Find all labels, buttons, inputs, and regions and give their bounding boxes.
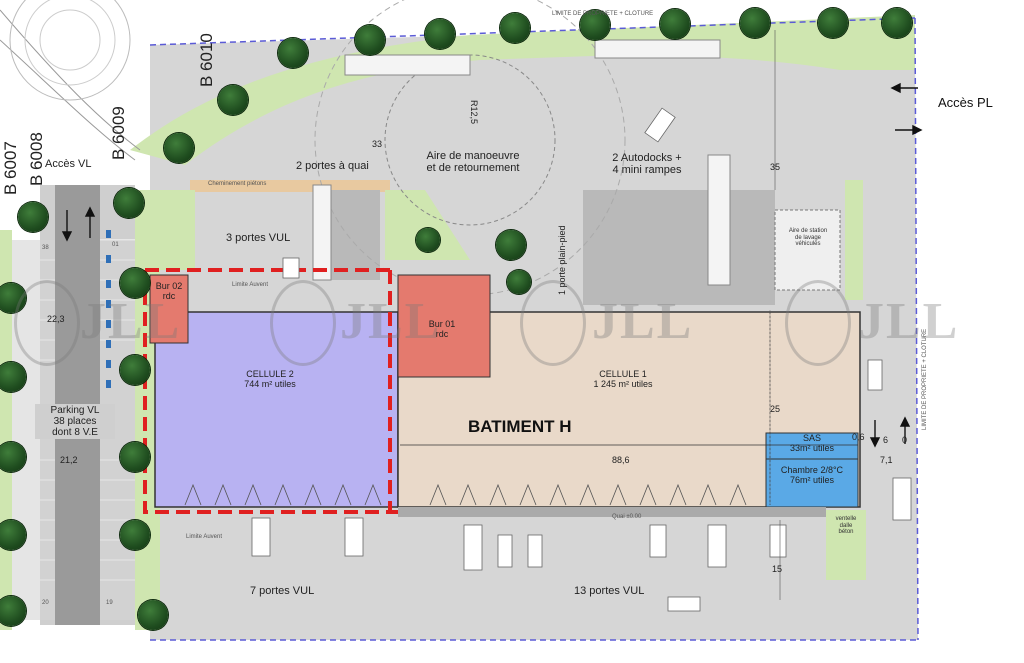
- watermark-jll: JLL: [858, 293, 960, 350]
- dim-35: 35: [770, 162, 781, 172]
- dock-quai-area: [330, 190, 380, 280]
- bur-01-label: Bur 01 rdc: [428, 319, 456, 339]
- ev-charger-markers: [106, 230, 111, 388]
- lot-label: B 6007: [1, 141, 20, 195]
- tree-icon: [580, 10, 610, 40]
- dim-0: 0: [902, 435, 908, 445]
- tree-icon: [882, 8, 912, 38]
- tree-icon: [416, 228, 440, 252]
- tree-icon: [120, 520, 150, 550]
- tree-icon: [425, 19, 455, 49]
- tree-icon: [120, 355, 150, 385]
- lavage-area: [774, 209, 841, 291]
- tree-icon: [0, 362, 26, 392]
- dim-6: 6: [883, 435, 889, 445]
- tree-icon: [818, 8, 848, 38]
- bur-02-label: Bur 02 rdc: [155, 281, 183, 301]
- watermark-ring: [14, 280, 80, 366]
- access-vl-label: Accès VL: [45, 158, 92, 170]
- watermark-ring: [270, 280, 336, 366]
- quai-strip: [398, 507, 826, 517]
- portes-vul-13-label: 13 portes VUL: [574, 585, 645, 597]
- dim-06: 0,6: [852, 432, 865, 442]
- parking-num-19: 19: [106, 600, 113, 606]
- pedestrian-path: [190, 180, 390, 192]
- bur-02-area: [149, 274, 189, 344]
- batiment-label: BATIMENT H: [468, 417, 572, 436]
- portes-vul-3-label: 3 portes VUL: [226, 232, 291, 244]
- property-limit-right: LIMITE DE PROPRIETE + CLOTURE: [922, 328, 928, 430]
- tree-icon: [138, 600, 168, 630]
- portes-quai-label: 2 portes à quai: [296, 160, 369, 172]
- dim-33: 33: [372, 139, 383, 149]
- watermark-jll: JLL: [80, 293, 182, 350]
- watermark-jll: JLL: [340, 293, 442, 350]
- tree-icon: [660, 9, 690, 39]
- tree-icon: [164, 133, 194, 163]
- dim-25: 25: [770, 404, 781, 414]
- lot-label: B 6010: [197, 33, 216, 87]
- chambre-area: [765, 458, 859, 508]
- portes-vul-7-label: 7 portes VUL: [250, 585, 315, 597]
- tree-icon: [500, 13, 530, 43]
- limite-auvent-label-bottom: Limite Auvent: [186, 534, 223, 540]
- lavage-label: Aire de station de lavage véhicules: [788, 228, 828, 248]
- tree-icon: [120, 442, 150, 472]
- dim-886: 88,6: [612, 455, 630, 465]
- lot-label: B 6008: [27, 132, 46, 186]
- lot-label: B 6009: [109, 106, 128, 160]
- tree-icon: [496, 230, 526, 260]
- autodocks-label: 2 Autodocks + 4 mini rampes: [612, 152, 682, 177]
- parking-label: Parking VL 38 places dont 8 V.E: [35, 404, 115, 439]
- dim-15: 15: [772, 564, 783, 574]
- watermark-ring: [785, 280, 851, 366]
- property-limit-top: LIMITE DE PROPRIETE + CLOTURE: [552, 11, 654, 17]
- tree-icon: [0, 442, 26, 472]
- chambre-label: Chambre 2/8°C 76m² utiles: [780, 465, 844, 485]
- cellule-2-label: CELLULE 2 744 m² utiles: [244, 369, 296, 389]
- autodocks-area: [583, 190, 775, 305]
- tree-icon: [218, 85, 248, 115]
- tree-icon: [740, 8, 770, 38]
- tree-icon: [0, 520, 26, 550]
- tree-icon: [114, 188, 144, 218]
- cheminement-label: Cheminement piétons: [208, 181, 267, 187]
- dim-71: 7,1: [880, 455, 893, 465]
- tree-icon: [18, 202, 48, 232]
- watermark-jll: JLL: [592, 293, 694, 350]
- tree-icon: [355, 25, 385, 55]
- cellule-1-label: CELLULE 1 1 245 m² utiles: [593, 369, 653, 389]
- watermark-ring: [520, 280, 586, 366]
- porte-plain-pied-label: 1 porte plain-pied: [557, 225, 567, 295]
- parking-num-01: 01: [112, 242, 119, 248]
- bur-01-area: [397, 274, 491, 378]
- parking-num-38: 38: [42, 245, 49, 251]
- parking-num-20: 20: [42, 600, 49, 606]
- manoeuvre-label: Aire de manoeuvre et de retournement: [426, 150, 520, 175]
- limite-auvent-label: Limite Auvent: [232, 282, 269, 288]
- dim-212: 21,2: [60, 455, 78, 465]
- quai-label: Quai ±0.00: [612, 514, 642, 520]
- radius-label: R12,5: [469, 100, 479, 125]
- ventelle-label: ventelle dalle béton: [835, 516, 857, 536]
- sas-label: SAS 33m² utiles: [789, 433, 834, 453]
- tree-icon: [120, 268, 150, 298]
- tree-icon: [278, 38, 308, 68]
- access-pl-label: Accès PL: [938, 95, 993, 110]
- tree-icon: [0, 596, 26, 626]
- sas-area: [765, 432, 859, 460]
- dim-223: 22,3: [47, 314, 65, 324]
- tree-icon: [507, 270, 531, 294]
